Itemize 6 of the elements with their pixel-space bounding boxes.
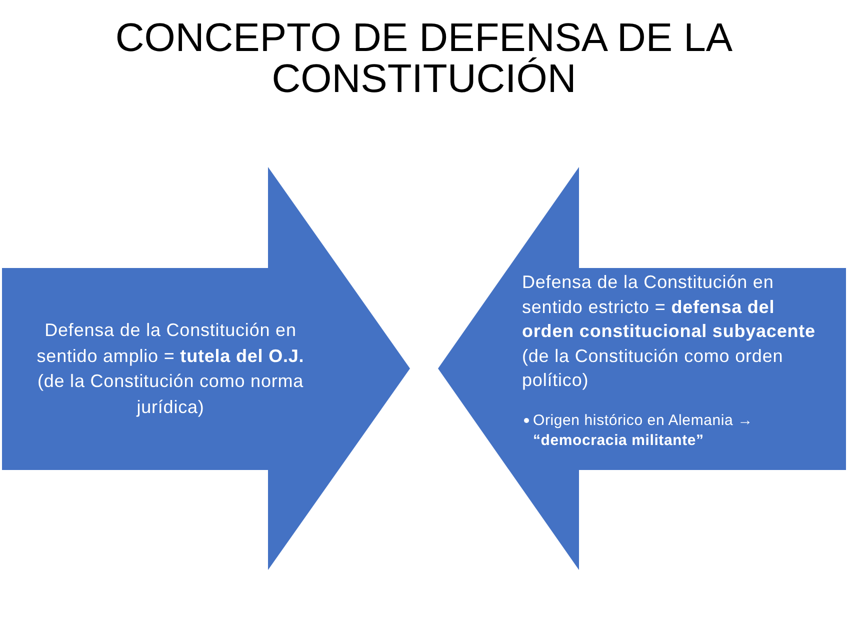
arrow-text: Defensa de la Constitución en sentido amplio = tutela del O.J. (de la Constitución como norma jurídica)	[36, 319, 306, 419]
bullet-text: Origen histórico en Alemania → “democracia militante”	[533, 410, 754, 450]
title: CONCEPTO DE DEFENSA DE LA CONSTITUCIÓN	[114, 18, 734, 100]
right-pointing-arrow	[2, 167, 410, 570]
arrow-text: Defensa de la Constitución en sentido estricto = defensa del orden constitucional subyacente (de la Constitución como orden político)	[522, 271, 816, 392]
left-pointing-arrow	[438, 167, 846, 570]
